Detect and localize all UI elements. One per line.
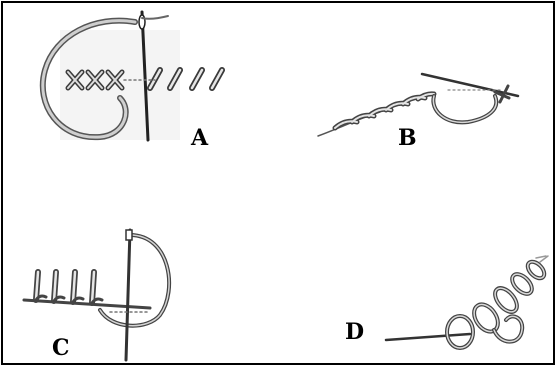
panel-label-d: D (345, 319, 365, 345)
panel-label-a: A (191, 125, 209, 151)
panel-label-b: B (398, 125, 417, 151)
blanket-stitch-icon (22, 228, 172, 362)
cross-stitch-icon (39, 10, 225, 142)
stem-stitch-icon (317, 72, 520, 137)
panel-label-c: C (52, 335, 70, 361)
chain-stitch-icon (384, 255, 549, 350)
